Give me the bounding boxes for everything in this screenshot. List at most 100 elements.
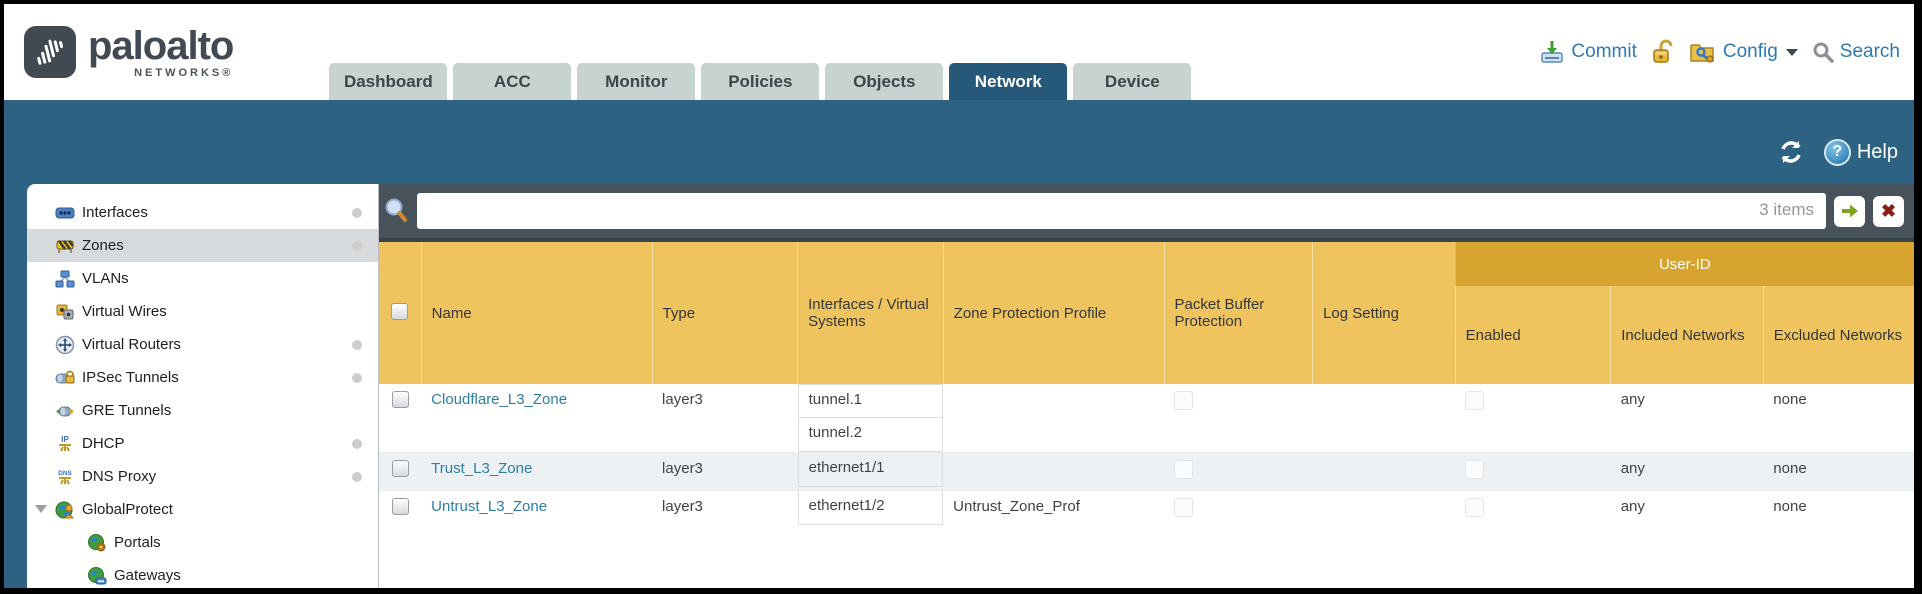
userid-enabled-checkbox[interactable] [1465,498,1485,517]
col-header-name[interactable]: Name [420,242,653,384]
virtual-routers-icon [55,335,75,355]
zone-name-cell: Untrust_L3_Zone [421,490,653,528]
interface-entry: ethernet1/1 [797,453,944,487]
table-row-untrust-zone: Untrust_L3_Zone layer3 ethernet1/2 Untru… [379,490,1914,528]
svg-text:DNS: DNS [58,470,72,477]
tab-device[interactable]: Device [1073,63,1192,100]
sidebar-item-globalprotect[interactable]: GlobalProtect [27,493,378,526]
sidebar-item-virtual-routers[interactable]: Virtual Routers [27,328,378,361]
packet-buffer-checkbox[interactable] [1174,498,1194,517]
status-dot [352,339,362,350]
waveform-icon [37,39,64,65]
tab-network[interactable]: Network [949,63,1068,100]
sidebar-item-gateways[interactable]: Gateways [27,559,378,588]
sidebar-item-vlans[interactable]: VLANs [27,262,378,295]
status-dot [352,207,362,218]
zone-interfaces-cell: ethernet1/2 [797,490,944,528]
logo-word: paloalto [88,23,234,68]
virtual-wires-icon [55,302,75,322]
svg-text:IP: IP [61,435,69,444]
zone-type-cell: layer3 [652,490,798,528]
zone-name-link[interactable]: Cloudflare_L3_Zone [431,391,568,408]
config-icon [1690,44,1714,63]
tab-policies[interactable]: Policies [701,63,820,100]
zone-type-cell: layer3 [652,384,798,453]
col-header-enabled[interactable]: Enabled [1454,286,1611,384]
sidebar-item-virtual-wires[interactable]: Virtual Wires [27,295,378,328]
tab-objects[interactable]: Objects [825,63,944,100]
panorama-webui: paloalto NETWORKS® Dashboard ACC Monitor… [4,4,1914,588]
table-row-cloudflare-zone: Cloudflare_L3_Zone layer3 tunnel.1 tunne… [379,384,1914,453]
commit-button[interactable]: Commit [1539,40,1637,64]
paloalto-logo: paloalto NETWORKS® [24,23,234,79]
packet-buffer-checkbox[interactable] [1174,460,1194,479]
clear-filter-button[interactable]: ✖ [1873,195,1904,227]
zones-table: Name Type Interfaces / Virtual Systems Z… [379,242,1914,528]
status-dot [352,372,362,383]
row-select-cell [379,452,422,491]
expand-triangle-icon[interactable] [35,505,47,513]
tab-dashboard[interactable]: Dashboard [329,63,448,100]
col-header-included-networks[interactable]: Included Networks [1610,286,1764,384]
interface-entry: ethernet1/2 [797,491,944,525]
zone-protection-cell [943,452,1165,491]
row-checkbox[interactable] [391,460,409,477]
select-all-checkbox[interactable] [391,302,409,320]
packet-buffer-cell [1164,384,1313,453]
main-nav-tabs: Dashboard ACC Monitor Policies Objects N… [329,63,1192,100]
top-bar: paloalto NETWORKS® Dashboard ACC Monitor… [4,4,1914,100]
top-actions: Commit Config [1539,39,1900,65]
zone-name-cell: Cloudflare_L3_Zone [421,384,653,453]
packet-buffer-checkbox[interactable] [1174,391,1194,410]
tab-acc[interactable]: ACC [453,63,572,100]
col-header-interfaces[interactable]: Interfaces / Virtual Systems [797,242,944,384]
commit-icon [1541,41,1564,63]
content-area: Interfaces Zones VLANs Vir [4,184,1914,588]
row-checkbox[interactable] [391,498,409,515]
log-setting-cell [1312,490,1456,528]
refresh-button[interactable] [1778,139,1804,165]
sidebar-item-portals[interactable]: Portals [27,526,378,559]
status-dot [352,438,362,449]
sidebar-item-interfaces[interactable]: Interfaces [27,196,378,229]
userid-enabled-checkbox[interactable] [1465,391,1485,410]
lock-button[interactable] [1651,39,1675,65]
search-label: Search [1839,41,1900,62]
sidebar-item-ipsec-tunnels[interactable]: IPSec Tunnels [27,361,378,394]
table-row-trust-zone: Trust_L3_Zone layer3 ethernet1/1 any non… [379,452,1914,491]
filter-input[interactable] [417,193,1826,229]
search-button[interactable]: Search [1812,41,1900,63]
sidebar-item-gre-tunnels[interactable]: GRE Tunnels [27,394,378,427]
green-arrow-icon [1841,204,1858,218]
zone-interfaces-cell: tunnel.1 tunnel.2 [797,384,944,453]
select-all-header [379,242,422,384]
col-header-type[interactable]: Type [651,242,798,384]
included-networks-cell: any [1610,452,1764,491]
included-networks-cell: any [1610,490,1764,528]
help-button[interactable]: ? Help [1823,138,1898,166]
zone-protection-cell: Untrust_Zone_Prof [943,490,1165,528]
col-header-zone-protection-profile[interactable]: Zone Protection Profile [942,242,1165,384]
config-menu-button[interactable]: Config [1689,39,1798,65]
commit-label: Commit [1571,41,1637,62]
gateways-icon [87,566,107,586]
sidebar-item-dns-proxy[interactable]: DNS DNS Proxy [27,460,378,493]
zone-name-link[interactable]: Trust_L3_Zone [431,460,533,477]
row-select-cell [379,490,422,528]
tab-monitor[interactable]: Monitor [577,63,696,100]
col-header-packet-buffer-protection[interactable]: Packet Buffer Protection [1163,242,1313,384]
logo-networks-text: NETWORKS® [134,66,234,79]
row-checkbox[interactable] [391,391,409,408]
zone-name-link[interactable]: Untrust_L3_Zone [431,498,548,515]
dhcp-icon: IP [55,434,75,454]
sidebar-item-dhcp[interactable]: IP DHCP [27,427,378,460]
main-panel: 3 items ✖ [379,184,1914,588]
filter-input-wrap: 3 items [417,193,1826,229]
userid-enabled-checkbox[interactable] [1465,460,1485,479]
apply-filter-button[interactable] [1834,195,1865,227]
sidebar-item-zones[interactable]: Zones [27,229,378,262]
col-header-excluded-networks[interactable]: Excluded Networks [1762,286,1914,384]
help-icon: ? [1823,138,1851,166]
col-header-log-setting[interactable]: Log Setting [1312,242,1456,384]
